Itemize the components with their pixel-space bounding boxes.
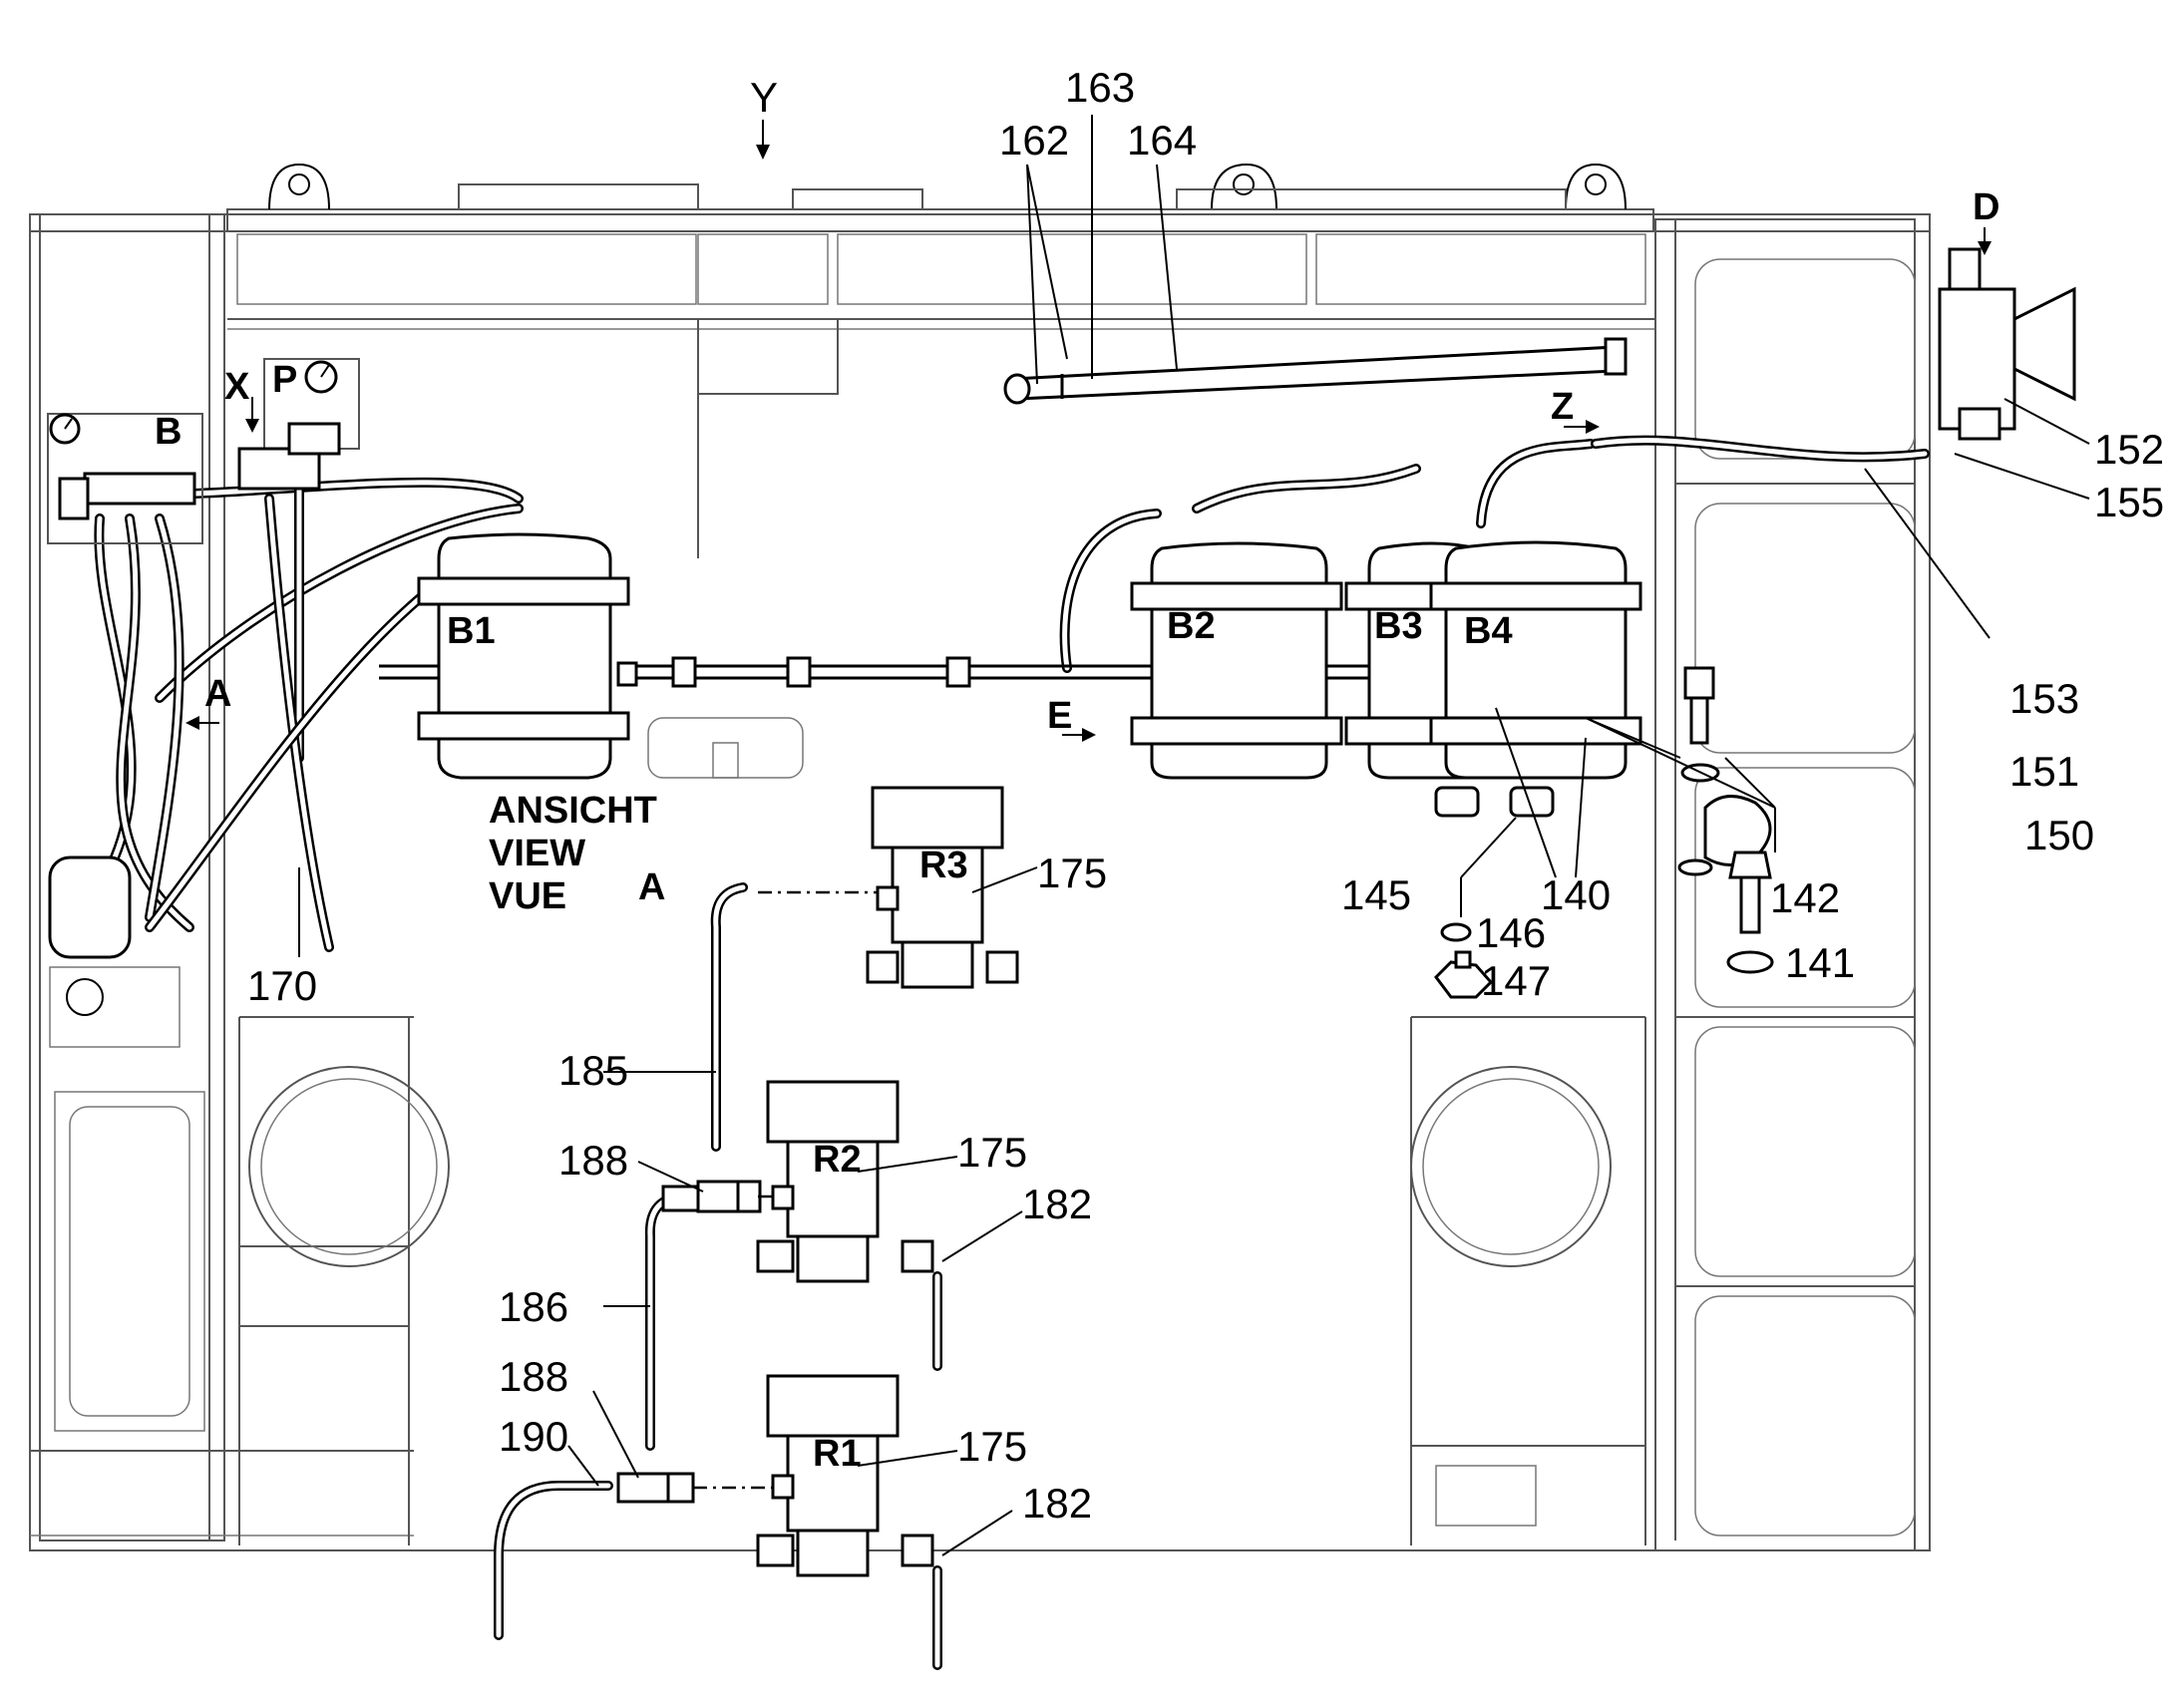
callout-175-r1: 175 [957,1423,1027,1470]
regulator-labels: R1 R2 R3 [813,845,968,1475]
bolt-153 [1683,666,1715,745]
leader-lines [298,115,2090,1556]
tank-b4 [1429,540,1642,818]
tank-b2 [1130,541,1343,780]
hose-185 [710,882,748,1152]
tank-labels: B1 B2 B3 B4 [447,605,1513,652]
hose-routing [55,435,1930,952]
callout-150: 150 [2024,812,2094,858]
tank-b1 [417,532,638,780]
lifting-eye-left [268,163,330,210]
callout-162: 162 [999,117,1069,164]
marker-a: A [204,673,231,715]
callout-182-upper: 182 [1022,1181,1092,1227]
callout-164: 164 [1127,117,1197,164]
callout-151: 151 [2009,748,2079,795]
callout-152: 152 [2094,426,2164,473]
valve-panel-b [47,413,203,544]
washer-141 [1726,950,1774,974]
view-arrows [185,120,1992,742]
label-r1: R1 [813,1433,862,1475]
callout-188-lower: 188 [499,1353,568,1400]
callout-175-r3: 175 [1037,850,1107,896]
caption-view: VIEW [489,833,585,874]
callout-190: 190 [499,1413,568,1460]
callout-185: 185 [558,1047,628,1094]
hose-186 [644,1192,683,1451]
view-caption: ANSICHT VIEW VUE A [489,790,665,917]
marker-p: P [272,359,297,401]
label-r3: R3 [919,845,968,886]
callout-175-r2: 175 [957,1129,1027,1176]
callout-155: 155 [2094,479,2164,525]
regulator-r3 [866,786,1019,989]
lifting-eye-mid [1211,163,1277,210]
regulator-r1 [756,1374,942,1670]
end-fitting-assembly [1938,247,2076,441]
washer-146 [1440,922,1472,942]
marker-x: X [224,366,250,408]
marker-z: Z [1551,386,1574,428]
regulator-r2 [756,1080,942,1371]
callout-170: 170 [247,962,317,1009]
left-filter-unit [48,855,181,1048]
label-b1: B1 [447,610,496,652]
hose-190 [494,1481,613,1640]
callout-146: 146 [1476,909,1546,956]
valve-panel-p [237,358,360,491]
label-b4: B4 [1464,610,1513,652]
callout-153: 153 [2009,675,2079,722]
callout-145: 145 [1341,871,1411,918]
knob-147 [1434,950,1494,999]
caption-letter-a: A [638,866,665,908]
callout-141: 141 [1785,939,1855,986]
marker-e: E [1047,695,1072,737]
clamp-150 [1677,795,1772,876]
marker-b: B [155,411,182,453]
callout-147: 147 [1481,957,1551,1004]
callout-182-lower: 182 [1022,1480,1092,1527]
callout-163: 163 [1065,64,1135,111]
view-markers: Y D X P B A E Z [155,74,1999,737]
callout-142: 142 [1770,874,1840,921]
part-callouts: 162 163 164 152 155 153 151 150 142 141 … [247,64,2164,1527]
roof-duct-assembly [1003,337,1628,405]
tee-fittings-188 [616,1180,762,1504]
callout-186: 186 [499,1283,568,1330]
label-b3: B3 [1374,605,1423,647]
label-r2: R2 [813,1139,862,1181]
bolt-142 [1728,851,1772,934]
caption-ansicht: ANSICHT [489,790,657,832]
label-b2: B2 [1167,605,1216,647]
callout-140: 140 [1541,871,1611,918]
marker-y: Y [750,74,778,121]
lifting-eye-right [1565,163,1627,210]
marker-d: D [1973,186,1999,228]
caption-vue: VUE [489,875,566,917]
callout-188-upper: 188 [558,1137,628,1184]
